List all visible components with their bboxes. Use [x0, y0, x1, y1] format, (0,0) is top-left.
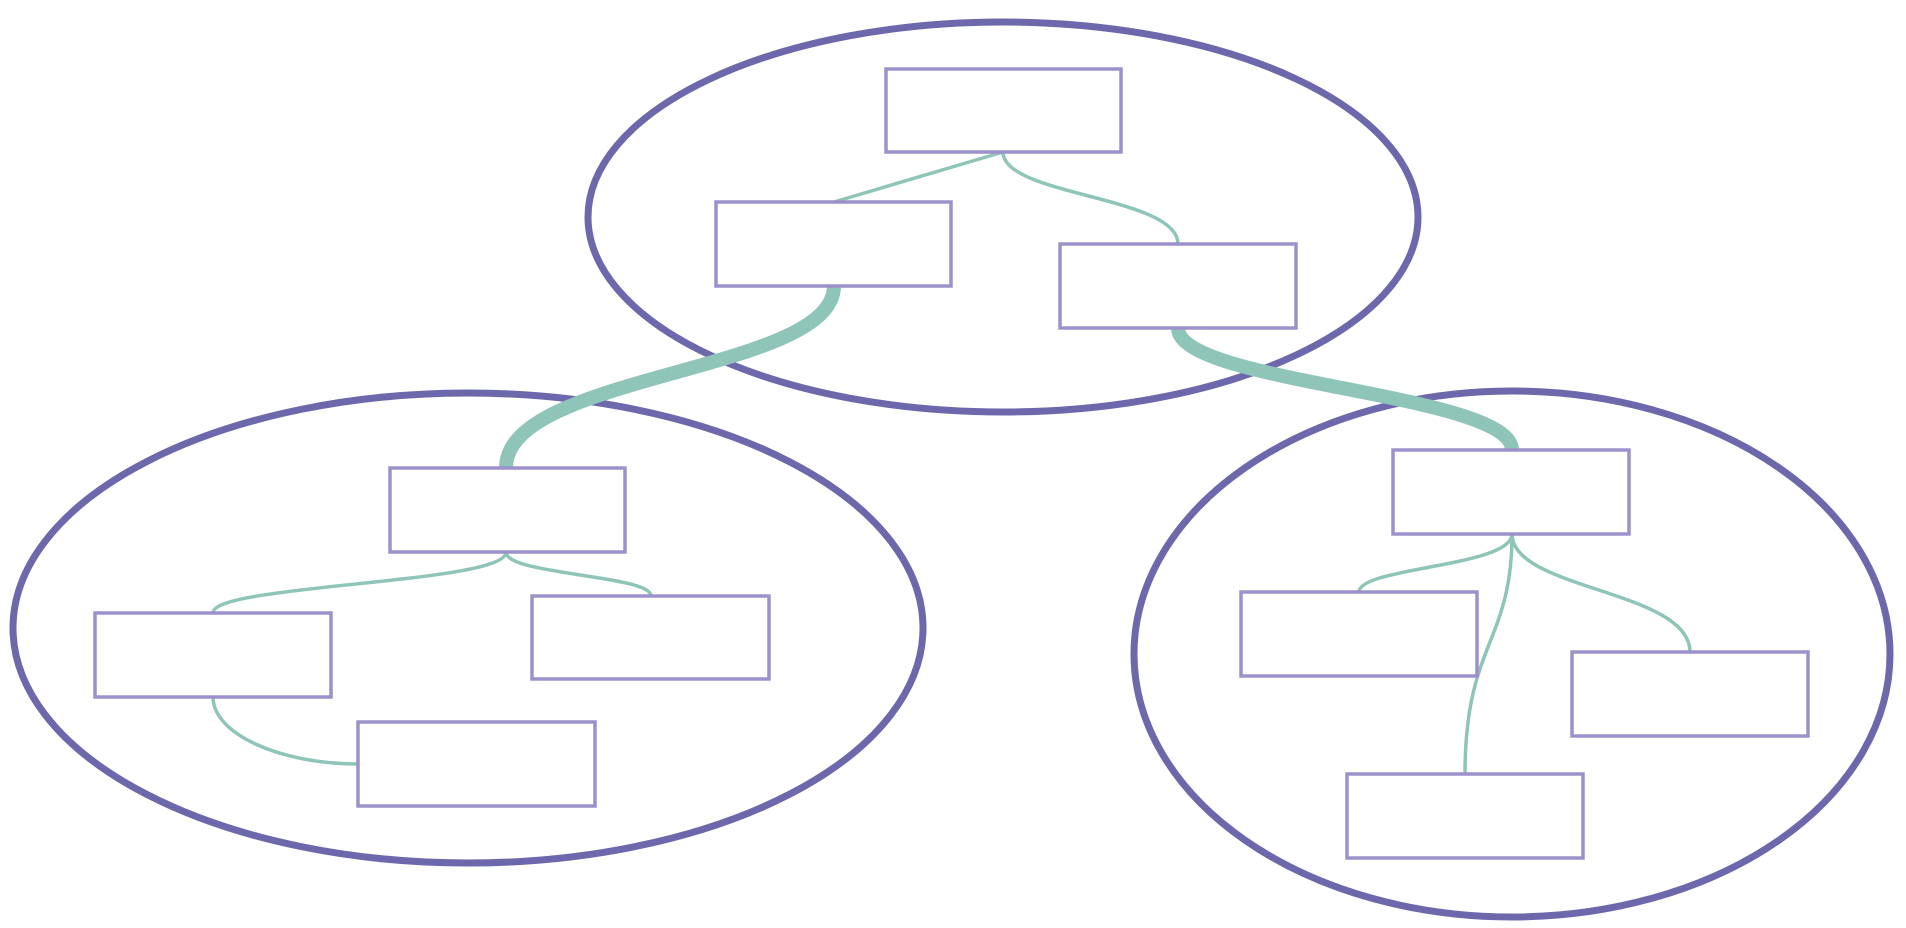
edge-left-child-a-to-left-grandchild [211, 695, 360, 766]
cluster-right-outline [1130, 387, 1894, 921]
node-right-child-a [1239, 590, 1479, 678]
node-top-root [884, 67, 1123, 154]
cluster-top-outline [584, 18, 1422, 416]
edge-left-root-to-left-child-b [504, 550, 653, 598]
node-left-root [388, 466, 627, 554]
node-right-child-c [1345, 772, 1585, 860]
node-left-child-b [530, 594, 771, 681]
edge-right-root-to-right-child-b [1510, 532, 1692, 654]
edge-right-root-to-right-child-c [1463, 532, 1514, 776]
node-left-grandchild [356, 720, 597, 808]
node-right-child-b [1570, 650, 1810, 738]
node-top-left [714, 200, 953, 288]
cluster-left-outline [9, 389, 927, 867]
edges [211, 150, 1692, 776]
node-top-right [1058, 242, 1298, 330]
edge-right-root-to-right-child-a [1357, 532, 1514, 594]
edge-top-root-to-top-left [832, 150, 1005, 204]
edge-top-left-to-left-root [499, 279, 841, 475]
nodes [93, 67, 1810, 860]
edge-top-root-to-top-right [1001, 150, 1180, 246]
cluster-outlines [9, 18, 1894, 921]
edge-left-root-to-left-child-a [211, 550, 508, 615]
node-right-root [1391, 448, 1631, 536]
edge-top-right-to-right-root [1171, 321, 1519, 457]
node-left-child-a [93, 611, 333, 699]
